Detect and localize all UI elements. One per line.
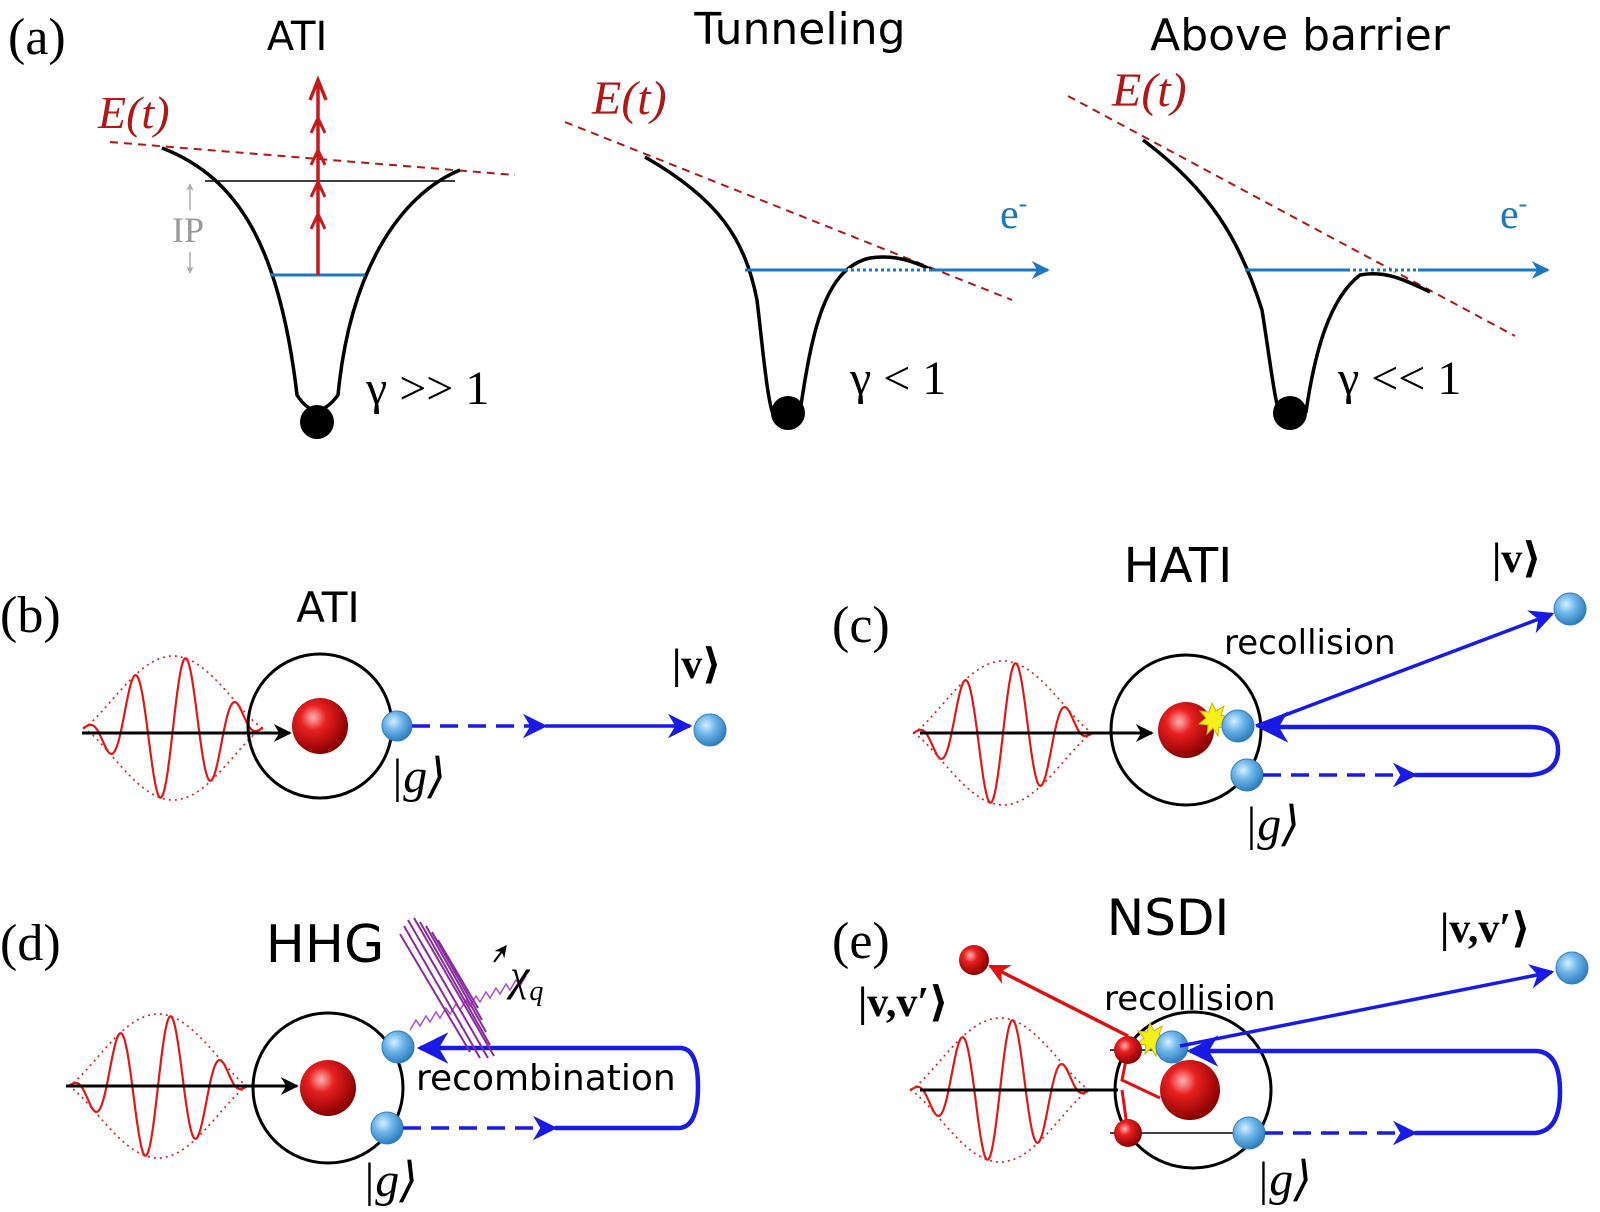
panel-b: (b) ATI |v⟩ |g⟩ <box>0 583 727 803</box>
returning-electron <box>1221 709 1255 743</box>
above-barrier-gamma-label: γ << 1 <box>1337 352 1461 405</box>
pulse-envelope <box>909 1089 1091 1163</box>
multiphoton-arrow <box>308 75 328 275</box>
return-loop-path <box>1186 1035 1563 1136</box>
nucleus <box>300 1060 356 1116</box>
bound-electron <box>1230 758 1264 792</box>
pulse-envelope <box>82 655 264 729</box>
recollision-label: recollision <box>1104 979 1276 1019</box>
panel-d: (d) HHG χq recombination |g⟩ <box>0 915 701 1207</box>
panel-d-title: HHG <box>266 915 385 975</box>
ket-vv-left: |v,v′⟩ <box>858 980 948 1026</box>
nucleus <box>1160 1060 1220 1120</box>
return-loop-path <box>1256 711 1561 778</box>
atom-orbit <box>251 1011 405 1165</box>
above-barrier-field-line <box>1067 95 1516 337</box>
ket-g: |g⟩ <box>1244 798 1300 851</box>
panel-c: (c) HATI |v⟩ recollision |g⟩ <box>832 536 1587 851</box>
rescattered-electron-right <box>1555 951 1589 985</box>
bound-electron <box>1232 1116 1266 1150</box>
panel-d-label: (d) <box>0 915 61 972</box>
panel-a: (a) ATI E(t) IP γ >> 1 <box>8 4 1550 439</box>
pulse-envelope <box>912 732 1094 806</box>
second-electron-top <box>1114 1036 1142 1064</box>
panel-b-title: ATI <box>296 583 360 632</box>
above-barrier-subpanel: Above barrier E(t) e- γ << 1 <box>1067 10 1550 430</box>
ket-g: |g⟩ <box>390 750 446 803</box>
panel-e-title: NSDI <box>1107 889 1229 947</box>
pulse-envelope <box>912 660 1094 734</box>
recollision-label: recollision <box>1224 623 1396 663</box>
above-barrier-title: Above barrier <box>1150 10 1451 61</box>
above-barrier-bound-electron <box>1273 396 1307 430</box>
bound-electron <box>370 1111 404 1145</box>
tunneling-gamma-label: γ < 1 <box>849 352 946 405</box>
ket-g: |g⟩ <box>362 1154 418 1207</box>
ati-bound-electron <box>300 405 334 439</box>
emitted-photon <box>399 917 527 1059</box>
rescattered-electron-left <box>959 945 989 975</box>
ket-v: |v⟩ <box>672 642 721 688</box>
tunneling-electron-label: e- <box>1000 189 1027 238</box>
rescattered-path-left <box>988 964 1129 1038</box>
free-electron <box>693 713 727 747</box>
laser-pulse <box>82 655 264 801</box>
rescattered-path-right <box>1179 964 1555 1048</box>
above-barrier-electron-label: e- <box>1500 189 1527 238</box>
pulse-envelope <box>909 1017 1091 1091</box>
second-electron-bottom <box>1114 1119 1142 1147</box>
collision-flash <box>1135 1021 1170 1058</box>
pulse-envelope <box>82 727 264 801</box>
pulse-envelope <box>67 1013 249 1087</box>
ket-g: |g⟩ <box>1256 1153 1312 1206</box>
ati-title: ATI <box>267 14 328 60</box>
rescattered-electron <box>1553 592 1587 626</box>
panel-e: (e) NSDI |v,v′⟩ |v,v′⟩ recollision |g⟩ <box>832 889 1589 1206</box>
rescattered-path <box>1255 610 1555 728</box>
panel-b-label: (b) <box>0 587 61 644</box>
bound-electron <box>381 710 413 742</box>
ati-subpanel: ATI E(t) IP γ >> 1 <box>97 14 516 439</box>
ip-label: IP <box>172 210 204 250</box>
panel-c-label: (c) <box>832 597 890 654</box>
above-barrier-field-label: E(t) <box>1111 64 1187 117</box>
tunneling-field-label: E(t) <box>591 72 667 125</box>
tunneling-bound-electron <box>771 396 805 430</box>
ket-v: |v⟩ <box>1492 536 1541 582</box>
photon-label: χq <box>506 951 543 1007</box>
pulse-carrier <box>82 657 264 799</box>
recombination-label: recombination <box>416 1058 676 1099</box>
nucleus <box>1158 702 1214 758</box>
panel-e-label: (e) <box>832 913 890 970</box>
ati-gamma-label: γ >> 1 <box>365 362 489 415</box>
pulse-envelope <box>67 1085 249 1159</box>
tunneling-title: Tunneling <box>693 4 905 55</box>
return-loop-path <box>416 1032 701 1131</box>
collision-flash <box>1197 701 1232 738</box>
panel-c-title: HATI <box>1124 538 1233 594</box>
ket-vv-right: |v,v′⟩ <box>1440 906 1530 952</box>
ati-field-label: E(t) <box>97 87 170 138</box>
recombining-electron <box>381 1030 415 1064</box>
panel-a-label: (a) <box>8 9 66 66</box>
atom-orbit <box>1113 1010 1273 1170</box>
nucleus <box>292 698 348 754</box>
tunneling-subpanel: Tunneling E(t) e- γ < 1 <box>564 4 1050 430</box>
tunneling-field-line <box>564 121 1013 301</box>
